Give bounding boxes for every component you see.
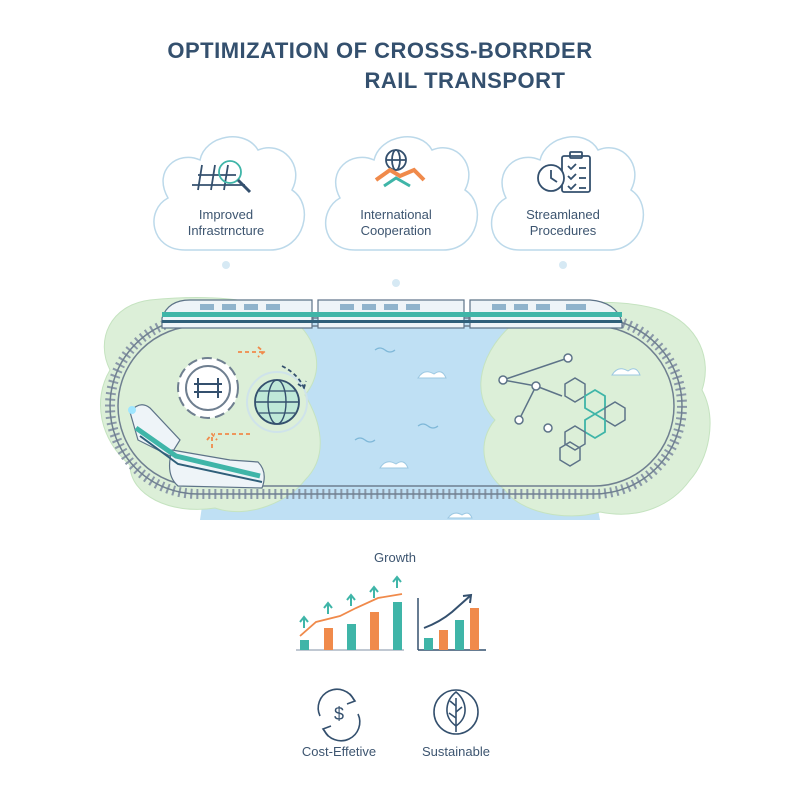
cloud-streamlined-procedures [490,136,645,269]
cloud-international-cooperation [324,136,479,287]
growth-label: Growth [374,550,416,565]
cloud-label-line: Cooperation [360,223,432,238]
svg-text:$: $ [334,704,344,724]
cloud-label-line: Infrastrncture [187,223,265,238]
cloud-label-line: Streamlaned [526,207,600,222]
gear-rail-icon [177,357,239,419]
train-bottom [128,404,265,489]
network-hexagon-icon [498,353,626,467]
cloud-improved-infrastructure [153,136,306,269]
cloud-label-streamlined-procedures: Streamlaned Procedures [488,207,638,239]
cloud-label-line: Improved [198,207,254,222]
title-line-1: OPTIMIZATION OF CROSSS-BORRDER [167,38,593,63]
train-top [161,299,623,329]
benefit-label-sustainable: Sustainable [422,744,490,759]
clock-checklist-icon [537,151,591,193]
benefit-label-cost-effective: Cost-Effetive [301,744,377,759]
leaf-icon [433,689,479,735]
page-title: OPTIMIZATION OF CROSSS-BORRDER RAIL TRAN… [0,36,760,96]
cloud-label-improved-infrastructure: Improved Infrastrncture [151,207,301,239]
title-line-2: RAIL TRANSPORT [364,68,566,93]
handshake-globe-icon [374,149,426,188]
cloud-label-line: International [360,207,432,222]
rail-magnifier-icon [192,160,252,194]
globe-icon [246,371,308,433]
cloud-label-international-cooperation: International Cooperation [321,207,471,239]
growth-chart-left [296,575,404,651]
growth-chart-right [417,593,486,651]
flow-arrows-icon [206,346,307,448]
dollar-cycle-icon: $ [317,688,361,742]
cloud-label-line: Procedures [529,223,597,238]
